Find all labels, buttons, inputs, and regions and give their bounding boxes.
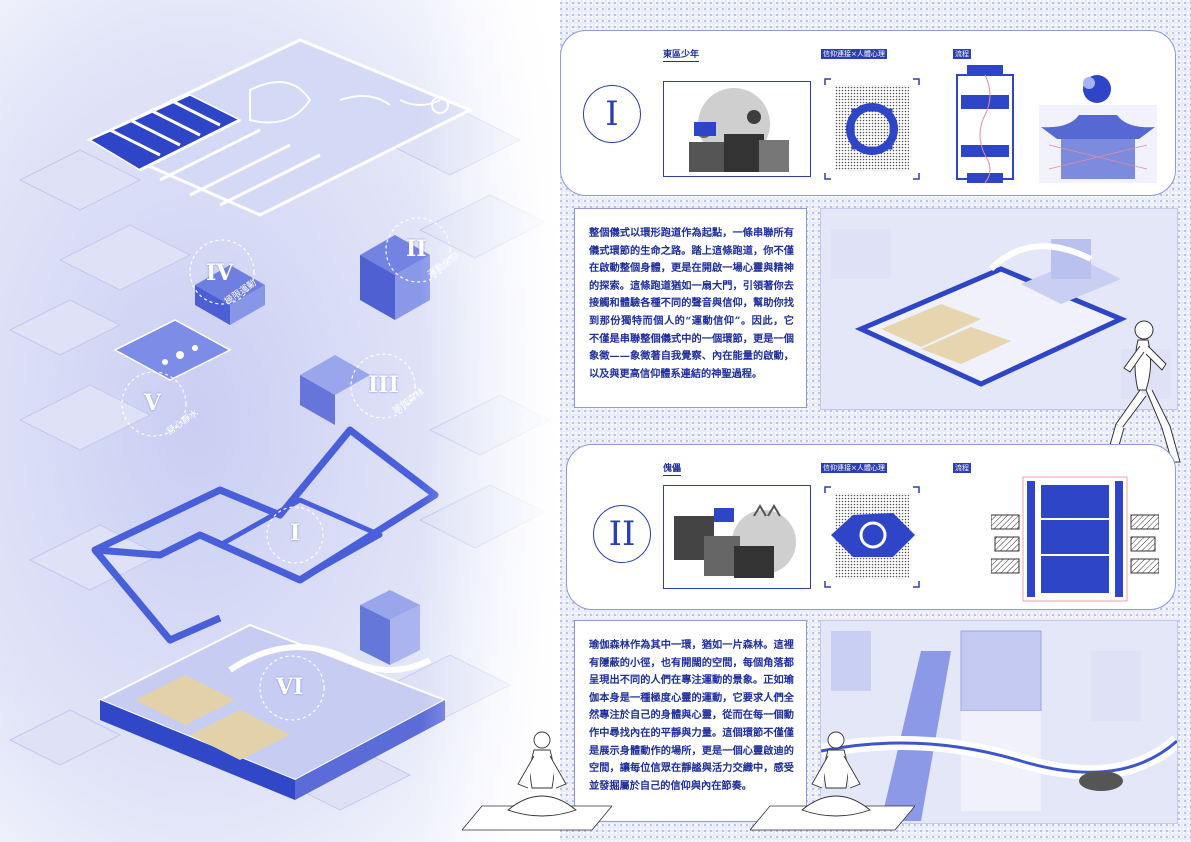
dot-plan-image (824, 78, 920, 180)
section-1-paragraph: 整個儀式以環形跑道作為起點，一條串聯所有儀式環節的生命之路。踏上這條跑道，你不僅… (574, 208, 807, 408)
yoga-figure-left (461, 726, 613, 834)
section-2-title: 傀儡 (663, 461, 682, 476)
axonometric-diagram: IV II III V I VI 運動信仰 瑜伽森林 極限運動 舒心靜水 (0, 0, 560, 842)
section-1-caption-b: 信仰連接×人體心理 (821, 49, 887, 59)
section-1-collage (663, 81, 811, 177)
section-1-flow (953, 61, 1019, 189)
section-2-paragraph: 瑜伽森林作為其中一環，猶如一片森林。這裡有隱蔽的小徑，也有開闊的空間，每個角落都… (574, 620, 807, 822)
section-1-card: I 東區少年 信仰連接×人體心理 流程 (560, 30, 1176, 196)
zone-label-V: V (144, 390, 162, 416)
flow-diagram (956, 65, 1014, 184)
yoga-figure-right (749, 726, 916, 834)
axonometric-drawing (0, 0, 560, 842)
render-image-2 (821, 621, 1177, 823)
zone-label-IV: IV (206, 260, 234, 286)
section-2-collage (663, 485, 811, 589)
collage-image-2 (674, 504, 796, 578)
collage-image (689, 88, 789, 172)
section-2-render (820, 620, 1178, 824)
zone-label-VI: VI (276, 674, 304, 700)
section-1-numeral: I (583, 85, 641, 143)
zone-label-III: III (368, 372, 399, 398)
section-2-caption-c: 流程 (953, 463, 971, 473)
yoga-illustration-1 (461, 731, 613, 831)
flow-diagram-2 (990, 476, 1160, 602)
section-2-caption-b: 信仰連接×人體心理 (821, 463, 887, 473)
temple-illustration (1039, 75, 1157, 183)
section-1-render (820, 208, 1178, 410)
zone-label-II: II (406, 236, 427, 262)
section-1-title: 東區少年 (663, 47, 700, 62)
zone-label-I: I (290, 520, 301, 546)
section-1-dot-plan (823, 77, 921, 181)
section-1-temple (1039, 65, 1157, 183)
section-2-flow (990, 475, 1160, 603)
section-1-caption-c: 流程 (953, 49, 971, 59)
dot-plan-image-2 (824, 486, 920, 588)
section-2-numeral: II (593, 505, 651, 563)
section-2-dot-plan (823, 485, 921, 589)
yoga-illustration-2 (749, 731, 916, 831)
section-2-card: II 傀儡 信仰連接×人體心理 流程 (566, 444, 1176, 610)
render-image-1 (821, 209, 1177, 409)
